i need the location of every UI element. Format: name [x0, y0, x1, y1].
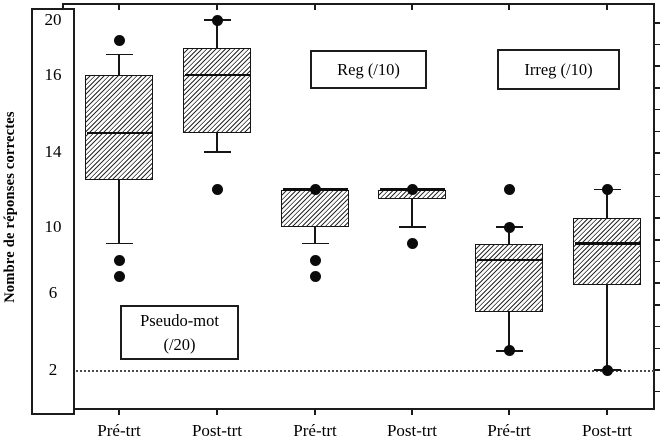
bottom-tick: [606, 410, 608, 415]
box: [573, 217, 641, 285]
right-tick: [655, 239, 660, 241]
right-tick: [655, 369, 660, 371]
x-tick-label: Post-trt: [191, 421, 243, 440]
right-tick: [655, 217, 660, 219]
y-axis-label-box: [31, 8, 75, 415]
box: [475, 243, 543, 313]
right-tick: [655, 65, 660, 67]
whisker-cap: [203, 151, 231, 153]
whisker: [314, 227, 316, 244]
median-line: [86, 131, 152, 134]
right-tick: [655, 304, 660, 306]
x-tick-label: Pré-trt: [97, 421, 141, 440]
whisker-cap: [105, 53, 133, 56]
y-tick-label: 20: [44, 10, 62, 29]
y-tick-label: 14: [44, 142, 62, 161]
right-tick: [655, 22, 660, 24]
box: [281, 189, 349, 227]
right-tick: [655, 325, 660, 328]
whisker: [508, 312, 510, 351]
whisker: [606, 284, 608, 370]
top-tick: [508, 5, 510, 10]
annotation-line: Irreg (/10): [524, 59, 593, 79]
whisker: [411, 198, 413, 227]
whisker-cap: [105, 242, 133, 245]
outlier-dot: [113, 271, 125, 282]
annotation-box: Irreg (/10): [497, 49, 620, 90]
bottom-tick: [411, 410, 413, 415]
annotation-box: Pseudo-mot (/20): [120, 305, 239, 360]
outlier-dot: [503, 345, 515, 357]
y-tick-label: 10: [44, 217, 62, 236]
outlier-dot: [601, 184, 613, 195]
annotation-line: Pseudo-mot: [140, 310, 219, 330]
whisker: [508, 227, 510, 244]
annotation-box: Reg (/10): [310, 50, 427, 89]
right-tick: [655, 173, 660, 176]
right-tick: [655, 282, 660, 284]
reference-line: [76, 370, 654, 372]
top-tick: [118, 5, 120, 10]
x-tick-label: Pré-trt: [487, 421, 531, 440]
median-line: [184, 73, 250, 77]
whisker-cap: [301, 242, 329, 245]
y-tick-label: 2: [48, 360, 58, 379]
outlier-dot: [309, 184, 321, 195]
top-tick: [411, 5, 413, 10]
box: [183, 47, 251, 133]
whisker: [118, 54, 120, 75]
right-tick: [655, 195, 660, 198]
right-tick: [655, 347, 660, 350]
outlier-dot: [113, 254, 125, 266]
outlier-dot: [309, 254, 321, 266]
bottom-tick: [508, 410, 510, 415]
top-tick: [314, 5, 316, 10]
right-tick: [655, 108, 660, 111]
whisker: [216, 20, 218, 48]
outlier-dot: [601, 364, 613, 376]
median-line: [476, 258, 542, 262]
box: [85, 75, 153, 181]
x-tick-label: Post-trt: [386, 421, 438, 440]
right-tick: [655, 390, 660, 393]
x-tick-label: Post-trt: [581, 421, 633, 440]
y-tick-label: 16: [44, 65, 62, 84]
outlier-dot: [503, 184, 515, 195]
right-tick: [655, 130, 660, 133]
right-tick: [655, 260, 660, 263]
outlier-dot: [503, 221, 515, 233]
annotation-line: (/20): [163, 334, 196, 354]
whisker: [606, 189, 608, 218]
outlier-dot: [113, 35, 125, 47]
outlier-dot: [406, 184, 418, 195]
outlier-dot: [309, 271, 321, 282]
top-tick: [216, 5, 218, 10]
bottom-tick: [118, 410, 120, 415]
y-axis-title: Nombre de réponses correctes: [2, 111, 18, 303]
y-tick-label: 6: [48, 283, 58, 302]
right-tick: [655, 152, 660, 154]
right-tick: [655, 43, 660, 46]
bottom-tick: [314, 410, 316, 415]
bottom-tick: [216, 410, 218, 415]
whisker: [216, 132, 218, 152]
median-line: [574, 242, 640, 245]
outlier-dot: [406, 238, 418, 249]
outlier-dot: [211, 14, 223, 26]
outlier-dot: [211, 184, 223, 195]
whisker: [118, 180, 120, 244]
annotation-line: Reg (/10): [337, 59, 400, 79]
top-tick: [606, 5, 608, 10]
whisker-cap: [398, 226, 426, 228]
x-tick-label: Pré-trt: [293, 421, 337, 440]
right-tick: [655, 87, 660, 89]
